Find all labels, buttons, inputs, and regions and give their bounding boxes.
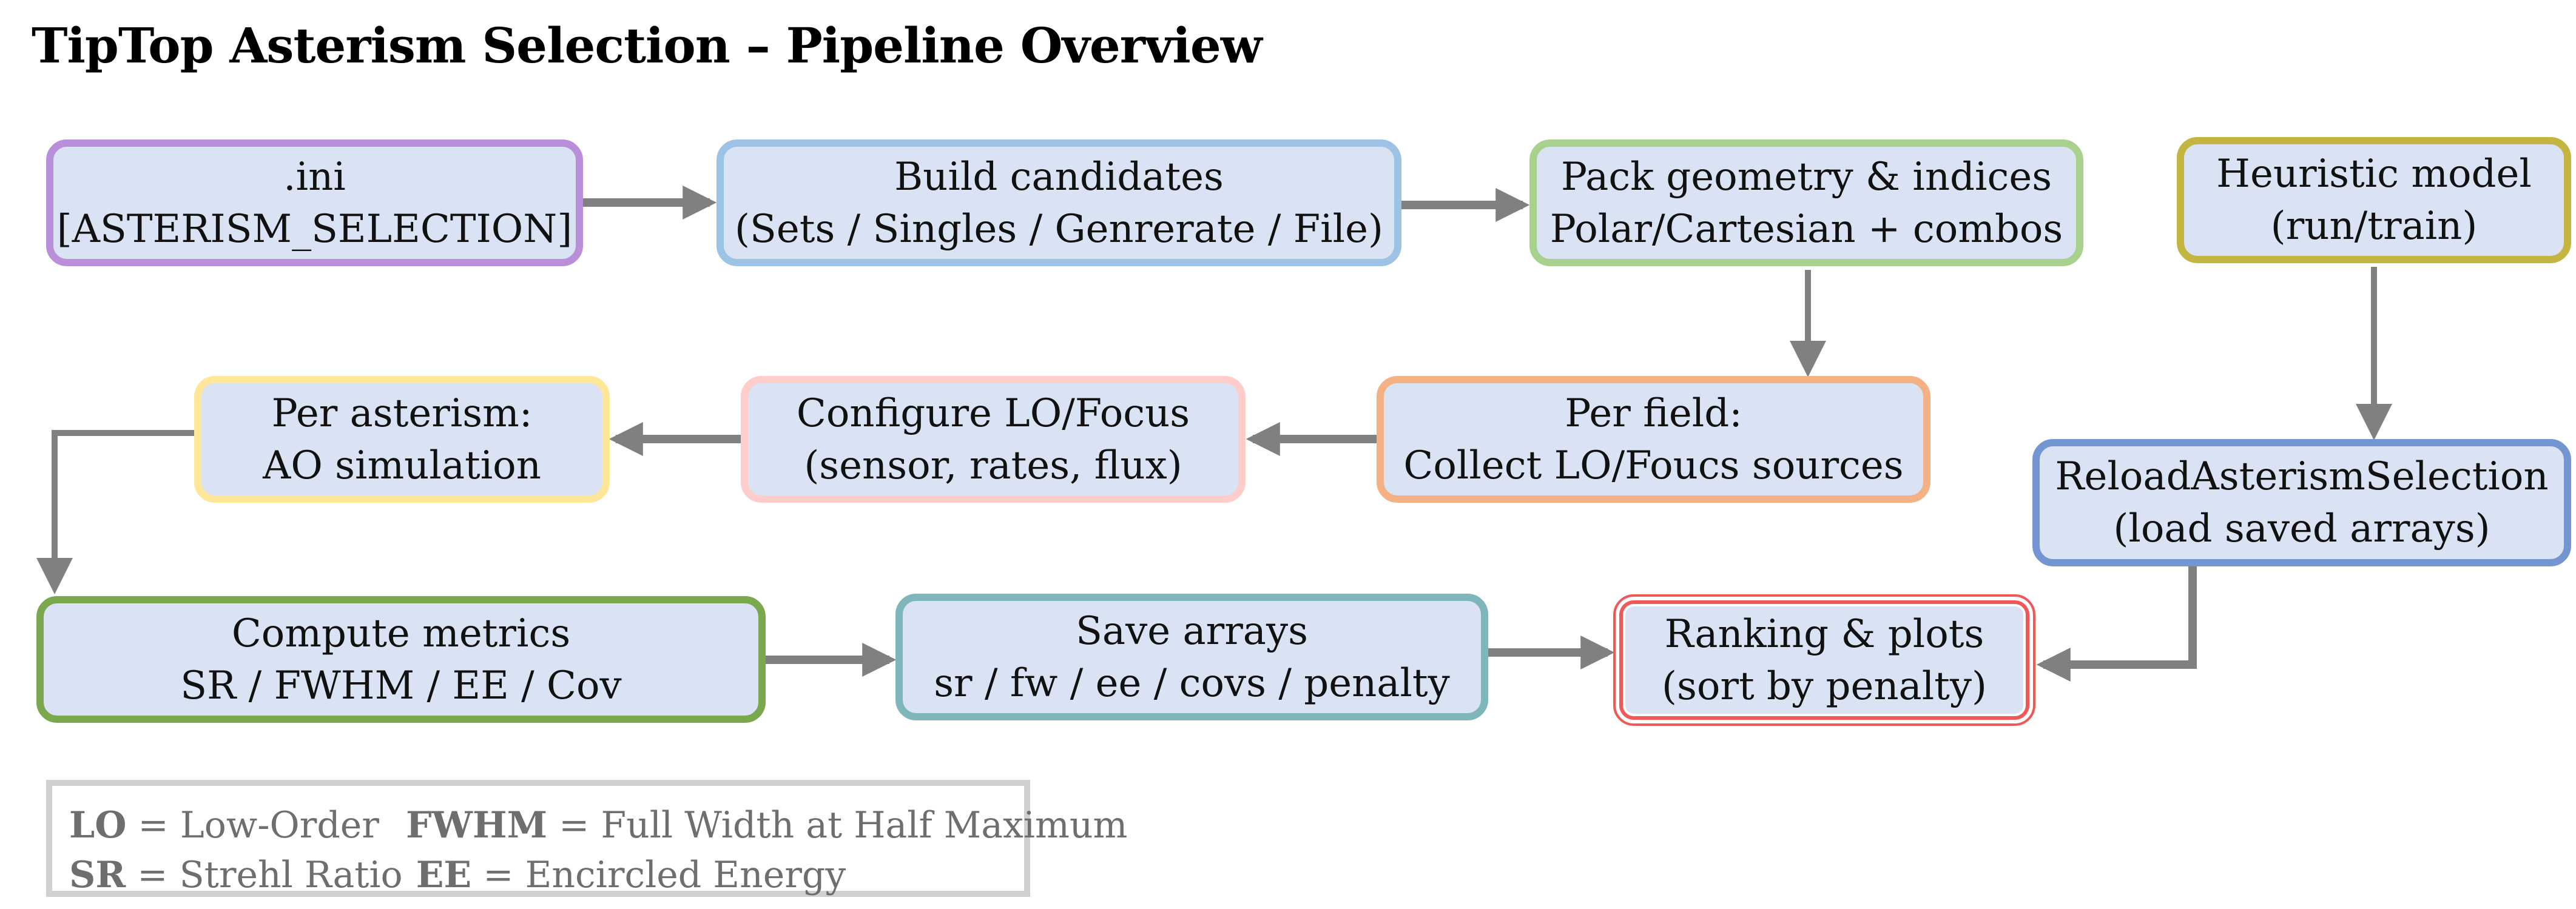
node-save-line1: Save arrays: [1076, 608, 1308, 654]
node-pack-line1: Pack geometry & indices: [1560, 154, 2052, 200]
node-reload-line1: ReloadAsterismSelection: [2055, 454, 2549, 499]
legend-sep: =: [126, 854, 180, 896]
node-ini-line2: [ASTERISM_SELECTION]: [56, 206, 573, 252]
node-perfield-line1: Per field:: [1565, 391, 1742, 436]
legend-sep: =: [126, 804, 180, 847]
node-reload-line2: (load saved arrays): [2113, 506, 2490, 551]
page-title: TipTop Asterism Selection – Pipeline Ove…: [32, 17, 1263, 74]
node-build-candidates: Build candidates (Sets / Singles / Genre…: [716, 139, 1401, 266]
legend-abbr-fwhm: FWHM: [405, 804, 548, 847]
node-compute-line1: Compute metrics: [231, 611, 571, 656]
node-compute-metrics: Compute metrics SR / FWHM / EE / Cov: [36, 596, 766, 723]
node-heuristic-line2: (run/train): [2270, 204, 2478, 249]
node-heuristic-line1: Heuristic model: [2216, 152, 2532, 196]
node-ini: .ini [ASTERISM_SELECTION]: [46, 139, 583, 266]
legend-abbr-ee: EE: [416, 854, 472, 896]
node-per-asterism: Per asterism: AO simulation: [194, 376, 610, 503]
node-save-line2: sr / fw / ee / covs / penalty: [934, 660, 1450, 706]
node-pack-geometry: Pack geometry & indices Polar/Cartesian …: [1529, 139, 2083, 266]
legend-row-1: LO = Low-Order FWHM = Full Width at Half …: [69, 800, 1127, 850]
node-perasterism-line1: Per asterism:: [271, 391, 533, 436]
node-build-line2: (Sets / Singles / Genrerate / File): [735, 206, 1383, 252]
node-configure-line1: Configure LO/Focus: [796, 391, 1190, 436]
legend-abbr-lo: LO: [69, 804, 127, 847]
node-ranking-line2: (sort by penalty): [1662, 663, 1987, 709]
legend-sep: =: [547, 804, 601, 847]
node-configure-lo-focus: Configure LO/Focus (sensor, rates, flux): [741, 376, 1246, 503]
node-perasterism-line2: AO simulation: [263, 443, 541, 488]
node-ranking-line1: Ranking & plots: [1664, 611, 1984, 657]
legend-desc-ee: Encircled Energy: [525, 854, 846, 896]
node-heuristic-model: Heuristic model (run/train): [2177, 137, 2571, 263]
abbreviation-legend: LO = Low-Order FWHM = Full Width at Half …: [46, 780, 1127, 900]
legend-desc-lo: Low-Order: [180, 804, 379, 847]
node-ranking-plots: Ranking & plots (sort by penalty): [1613, 594, 2035, 726]
node-reload-asterism-selection: ReloadAsterismSelection (load saved arra…: [2032, 439, 2571, 566]
node-ini-line1: .ini: [283, 154, 346, 200]
node-save-arrays: Save arrays sr / fw / ee / covs / penalt…: [895, 594, 1488, 720]
node-compute-line2: SR / FWHM / EE / Cov: [180, 663, 622, 708]
legend-abbr-sr: SR: [69, 854, 126, 896]
node-per-field: Per field: Collect LO/Foucs sources: [1377, 376, 1930, 503]
legend-desc-fwhm: Full Width at Half Maximum: [601, 804, 1128, 847]
legend-row-2: SR = Strehl Ratio EE = Encircled Energy: [69, 850, 1007, 900]
edge-reload-ranking: [2036, 566, 2197, 682]
node-pack-line2: Polar/Cartesian + combos: [1549, 206, 2063, 252]
node-configure-line2: (sensor, rates, flux): [804, 443, 1182, 488]
legend-sep: =: [471, 854, 525, 896]
node-build-line1: Build candidates: [894, 154, 1224, 200]
legend-desc-sr: Strehl Ratio: [179, 854, 403, 896]
node-perfield-line2: Collect LO/Foucs sources: [1403, 443, 1904, 488]
edge-perasterism-compute: [36, 430, 194, 594]
